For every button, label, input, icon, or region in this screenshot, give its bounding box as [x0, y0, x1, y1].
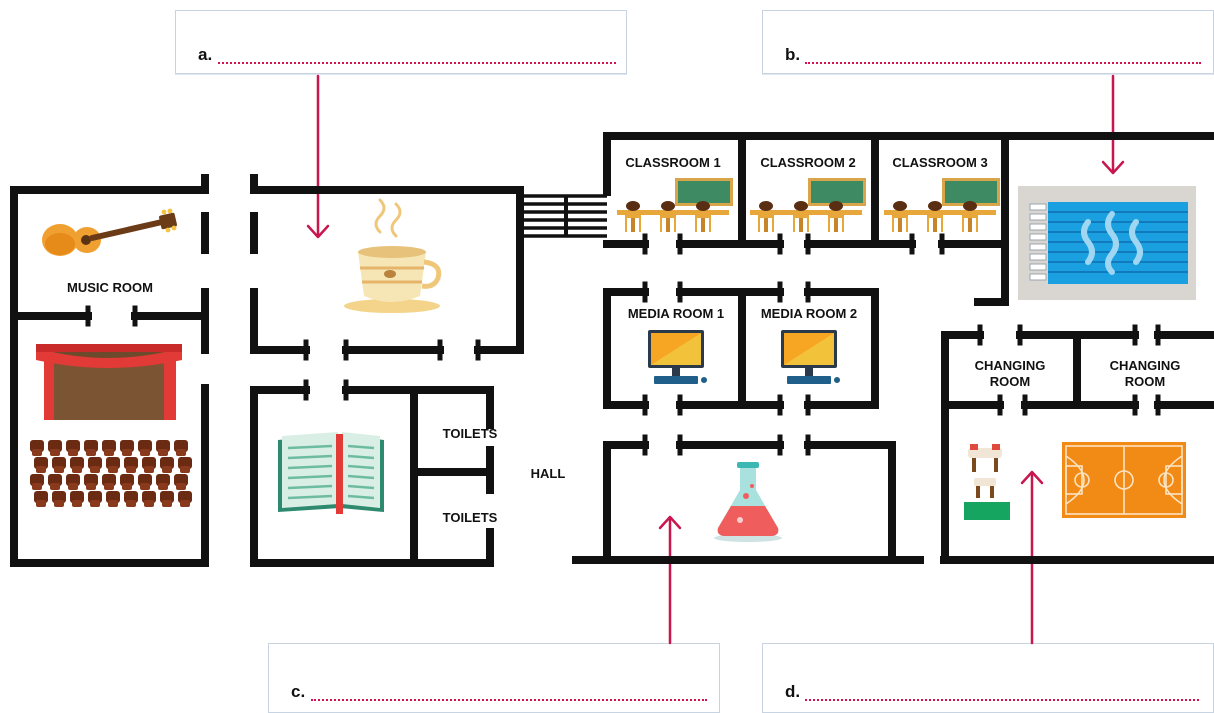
answer-box-a: a. [175, 10, 627, 74]
room-label-classroom-2: CLASSROOM 2 [760, 155, 855, 170]
theatre-seats-icon [30, 440, 192, 507]
room-label-media-room-1: MEDIA ROOM 1 [628, 306, 724, 321]
answer-box-c: c. [268, 643, 720, 713]
answer-letter-d: d. [785, 682, 801, 701]
arrow-b [1101, 74, 1125, 175]
room-label-hall: HALL [531, 466, 566, 481]
walls [10, 132, 1214, 567]
room-label-music-room: MUSIC ROOM [67, 280, 153, 295]
room-label-changing-room-1-line2: ROOM [990, 374, 1030, 389]
answer-letter-c: c. [291, 682, 306, 701]
answer-box-b: b. [762, 10, 1214, 74]
guitar-icon [42, 208, 177, 256]
coffee-cup-icon [344, 198, 442, 313]
basketball-court-icon [1062, 442, 1186, 518]
computer-icon [781, 330, 840, 384]
room-label-classroom-3: CLASSROOM 3 [892, 155, 987, 170]
arrow-c [658, 515, 682, 645]
swimming-pool-icon [1018, 186, 1196, 300]
answer-box-d: d. [762, 643, 1214, 713]
pointer-arrows [306, 74, 1125, 645]
computer-icon [648, 330, 707, 384]
classroom-desks-icon [750, 178, 866, 232]
answer-input-c[interactable] [313, 678, 709, 702]
open-book-icon [278, 432, 384, 514]
room-label-changing-room-2-line1: CHANGING [1110, 358, 1181, 373]
room-label-classroom-1: CLASSROOM 1 [625, 155, 720, 170]
answer-input-a[interactable] [220, 41, 618, 65]
stairs [522, 194, 607, 238]
classroom-desks-icon [884, 178, 1000, 232]
arrow-a [306, 74, 330, 239]
classroom-desks-icon [617, 178, 733, 232]
room-label-media-room-2: MEDIA ROOM 2 [761, 306, 857, 321]
stage-icon [36, 344, 182, 420]
answer-letter-b: b. [785, 45, 801, 64]
room-label-toilets-lower: TOILETS [443, 510, 498, 525]
gym-equipment-icon [964, 444, 1010, 520]
answer-input-b[interactable] [807, 41, 1203, 65]
lab-flask-icon [714, 462, 782, 542]
answer-input-d[interactable] [807, 678, 1201, 702]
room-label-changing-room-2-line2: ROOM [1125, 374, 1165, 389]
room-label-changing-room-1-line1: CHANGING [975, 358, 1046, 373]
room-label-toilets-upper: TOILETS [443, 426, 498, 441]
answer-letter-a: a. [198, 45, 213, 64]
